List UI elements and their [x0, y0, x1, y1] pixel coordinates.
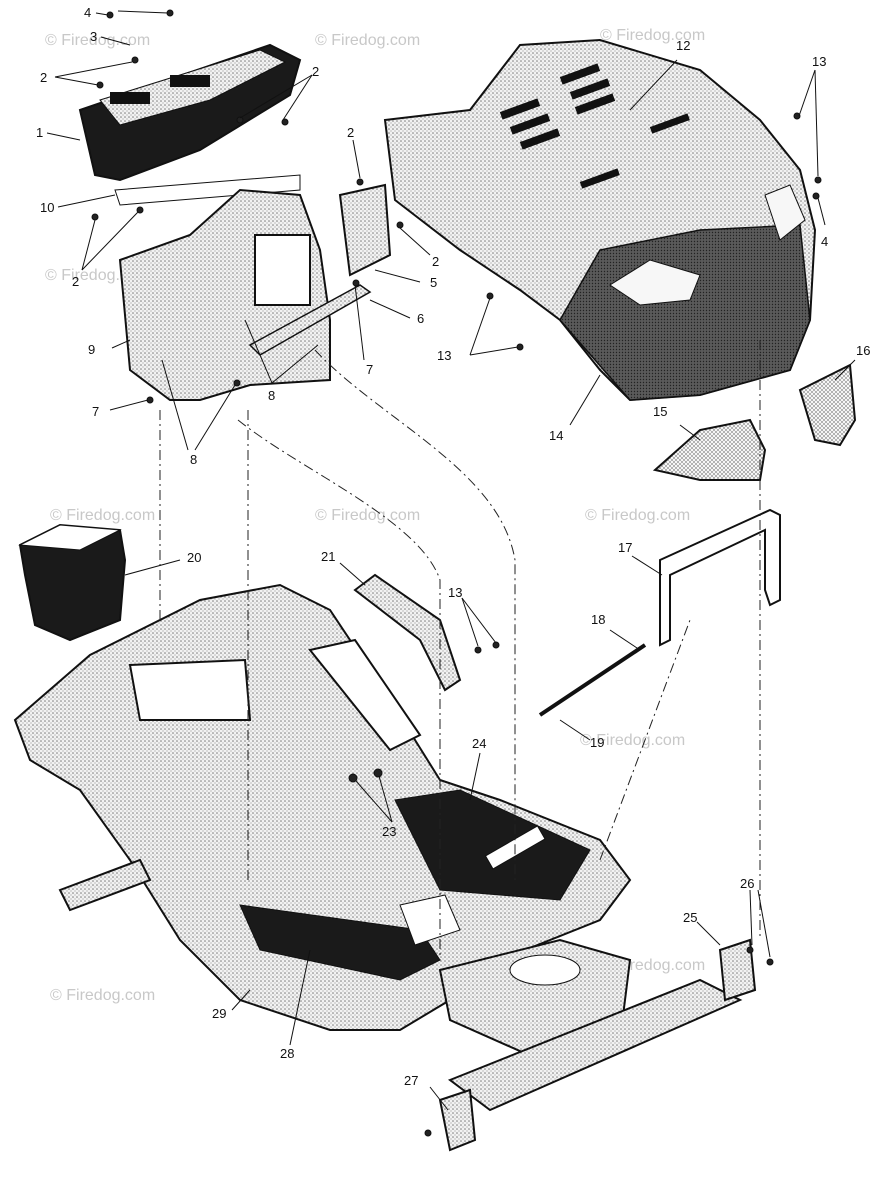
watermark-text: © Firedog.com — [45, 32, 150, 49]
watermark-layer: © Firedog.com © Firedog.com © Firedog.co… — [45, 27, 705, 1004]
alignment-lines — [159, 340, 761, 960]
part-number-labels: 4 3 2 2 1 10 2 2 2 5 6 9 7 8 7 8 12 13 4… — [36, 5, 870, 1088]
part-label: 6 — [417, 311, 424, 326]
leader-lines — [46, 10, 856, 1111]
part-label: 16 — [856, 343, 870, 358]
part-label: 9 — [88, 342, 95, 357]
part-label: 21 — [321, 549, 335, 564]
hood-part — [383, 38, 817, 402]
grille-insert-part — [652, 418, 767, 481]
screw-icon-group — [91, 9, 822, 1137]
watermark-text: © Firedog.com — [600, 27, 705, 44]
part-label: 15 — [653, 404, 667, 419]
hood-bracket-part — [538, 508, 781, 717]
grille-insert-part — [798, 363, 857, 447]
part-label: 17 — [618, 540, 632, 555]
part-label: 27 — [404, 1073, 418, 1088]
part-label: 13 — [437, 348, 451, 363]
battery-box-part — [18, 523, 127, 642]
part-label: 3 — [90, 29, 97, 44]
part-label: 2 — [72, 274, 79, 289]
part-label: 12 — [676, 38, 690, 53]
part-label: 8 — [268, 388, 275, 403]
part-label: 4 — [821, 234, 828, 249]
part-label: 2 — [347, 125, 354, 140]
part-label: 2 — [312, 64, 319, 79]
part-label: 1 — [36, 125, 43, 140]
part-label: 2 — [40, 70, 47, 85]
watermark-text: © Firedog.com — [315, 507, 420, 524]
part-label: 19 — [590, 735, 604, 750]
part-label: 29 — [212, 1006, 226, 1021]
part-label: 18 — [591, 612, 605, 627]
part-label: 25 — [683, 910, 697, 925]
watermark-text: © Firedog.com — [315, 32, 420, 49]
part-label: 5 — [430, 275, 437, 290]
part-label: 26 — [740, 876, 754, 891]
frame-assembly-part — [58, 858, 757, 1152]
part-label: 23 — [382, 824, 396, 839]
part-label: 14 — [549, 428, 563, 443]
console-panel-part — [353, 573, 462, 692]
part-label: 13 — [448, 585, 462, 600]
part-label: 10 — [40, 200, 54, 215]
fender-part — [13, 583, 632, 1031]
part-label: 7 — [92, 404, 99, 419]
watermark-text: © Firedog.com — [50, 507, 155, 524]
part-label: 7 — [366, 362, 373, 377]
watermark-text: © Firedog.com — [585, 507, 690, 524]
dash-support-part — [118, 183, 392, 401]
part-label: 24 — [472, 736, 486, 751]
part-label: 28 — [280, 1046, 294, 1061]
part-label: 20 — [187, 550, 201, 565]
part-label: 4 — [84, 5, 91, 20]
watermark-text: © Firedog.com — [50, 987, 155, 1004]
dash-panel-part — [78, 43, 302, 206]
part-label: 2 — [432, 254, 439, 269]
part-label: 8 — [190, 452, 197, 467]
watermark-text: © Firedog.com — [580, 732, 685, 749]
part-label: 13 — [812, 54, 826, 69]
